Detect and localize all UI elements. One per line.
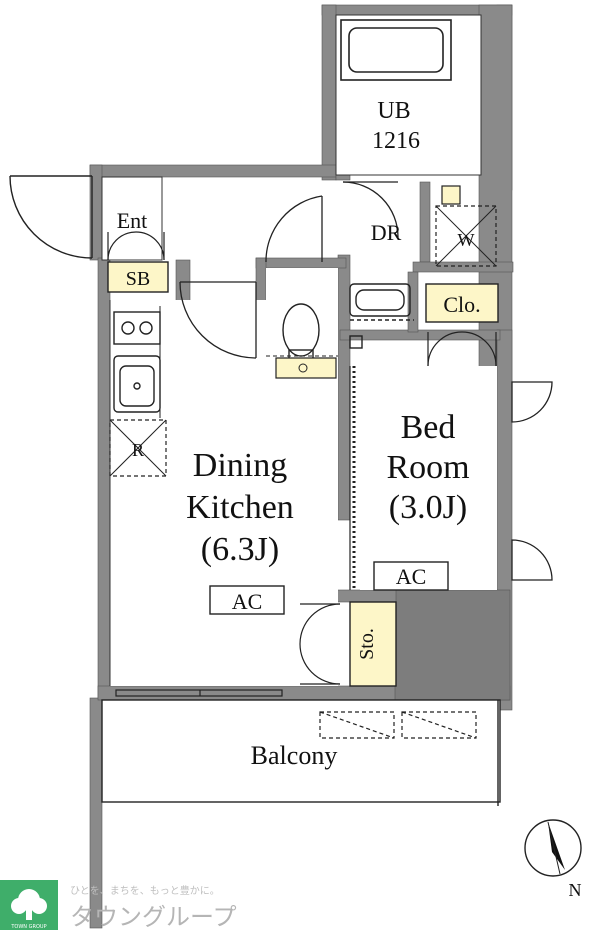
storage: Sto. <box>299 601 397 687</box>
bed-label-2: Room <box>386 449 469 486</box>
balcony: Balcony <box>101 699 501 806</box>
shoe-box-label: SB <box>126 268 150 290</box>
entrance-label: Ent <box>117 208 148 233</box>
ac-bed-label: AC <box>396 564 427 589</box>
washer-label: W <box>458 230 475 250</box>
shoe-box: SB <box>107 261 169 293</box>
dining-size-label: (6.3J) <box>201 531 279 568</box>
washer-space: W <box>435 185 497 267</box>
balcony-sash <box>115 689 283 697</box>
washbasin <box>349 283 414 321</box>
closet: Clo. <box>425 283 499 367</box>
toilet <box>266 268 338 380</box>
ac-bed: AC <box>373 561 449 591</box>
bathtub <box>340 19 452 81</box>
entrance-door <box>9 175 93 259</box>
dressing-label: DR <box>371 220 402 245</box>
logo-name: タウングループ <box>70 903 237 931</box>
compass: N <box>524 819 582 900</box>
bed-label-1: Bed <box>401 409 456 446</box>
closet-label: Clo. <box>443 292 480 317</box>
dining-label-2: Kitchen <box>186 489 294 526</box>
ub-size-label: 1216 <box>372 128 420 154</box>
dr-door <box>342 181 399 238</box>
bedroom-windows <box>511 381 553 581</box>
company-logo: TOWN GROUP ひとを、まちを、もっと豊かに。 タウングループ <box>0 880 237 931</box>
toilet-door <box>265 195 323 263</box>
ub-label: UB <box>377 98 410 124</box>
logo-small-text: TOWN GROUP <box>10 924 46 930</box>
shoe-door <box>107 231 165 261</box>
hall-door <box>179 281 257 359</box>
fridge-space: R <box>109 419 167 477</box>
logo-tagline: ひとを、まちを、もっと豊かに。 <box>70 884 220 897</box>
storage-label: Sto. <box>356 628 378 660</box>
fridge-label: R <box>132 440 144 460</box>
ac-dining-label: AC <box>232 589 263 614</box>
bed-size-label: (3.0J) <box>389 489 467 526</box>
compass-north-label: N <box>569 880 582 900</box>
ac-dining: AC <box>209 585 285 615</box>
dining-label-1: Dining <box>193 447 287 484</box>
balcony-label: Balcony <box>251 741 338 770</box>
